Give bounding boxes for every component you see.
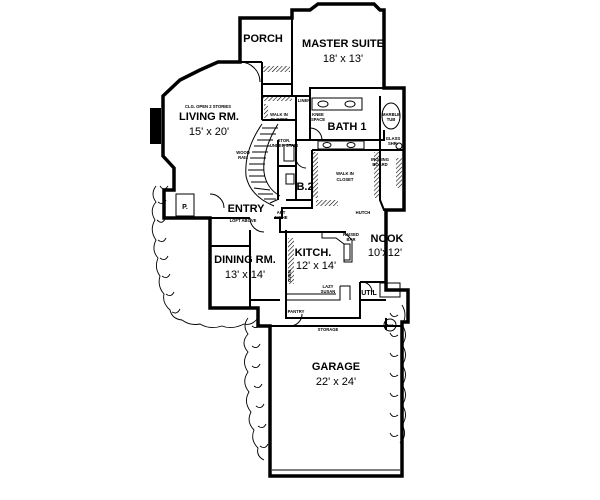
living-name: LIVING RM. [179, 111, 239, 123]
knee-space-label-b: SPACE [311, 117, 325, 122]
p-name: P. [182, 204, 188, 211]
lazy-susan-icon [340, 285, 351, 300]
entry-door [209, 193, 225, 209]
entry-note: LOFT ABOVE [230, 218, 257, 223]
vanity [311, 97, 363, 111]
kitchen-name: KITCH. [295, 247, 332, 259]
ironing-board-label-b: BOARD [372, 162, 387, 167]
walk-in-closet-label-b: CLOSET [271, 117, 288, 122]
entry-name: ENTRY [228, 203, 266, 215]
doors [175, 61, 373, 327]
stor-under-stair-label-b: UNDER STAIR [270, 143, 298, 148]
tub-b2-icon [283, 144, 295, 162]
fireplace-icon [150, 108, 161, 144]
sink-icon [346, 142, 356, 148]
sink-icon [317, 100, 329, 108]
master-suite-name: MASTER SUITE [302, 38, 384, 50]
garage-size: 22' x 24' [316, 376, 356, 388]
raised-bar-label: RAISED [343, 232, 359, 237]
walk-in-closet-2-label: WALK IN [336, 171, 354, 176]
kitchen-fixtures [286, 231, 401, 332]
entry-porch-box [175, 193, 195, 217]
exterior-walls [150, 2, 410, 478]
living-note: CLG. OPEN 2 STORIES [185, 104, 231, 109]
toilet-icon [285, 173, 295, 185]
curved-stair [245, 123, 281, 207]
bath1-name: BATH 1 [328, 121, 367, 133]
water-heater-label: W.H. [385, 323, 394, 328]
marble-tub-label: MARBLE [382, 112, 400, 117]
walk-in-closet-label: WALK IN [270, 112, 288, 117]
water-heater-icon [383, 318, 397, 332]
art-niche-label-b: NICHE [274, 215, 287, 220]
hutch-label: HUTCH [356, 210, 371, 215]
art-niche-label: ART [277, 210, 286, 215]
walk-in-closet-2-label-b: CLOSET [337, 177, 354, 182]
raised-bar-label-b: BAR [346, 237, 355, 242]
shower-icon [395, 142, 403, 150]
utility-name: UTIL [361, 290, 377, 297]
closet-shelving [262, 66, 402, 284]
porch-door [239, 61, 261, 83]
dining-name: DINING RM. [214, 254, 276, 266]
nook-name: NOOK [371, 233, 404, 245]
oven-label: OVEN [287, 270, 292, 282]
wood-rail-label: WOOD [236, 150, 250, 155]
raised-bar [321, 231, 353, 263]
kitchen-size: 12' x 14' [296, 260, 336, 272]
glass-shower-label: GLASS [386, 136, 401, 141]
glass-shower-label-b: SHR. [388, 141, 398, 146]
sink-icon [322, 142, 332, 148]
marble-tub-label-b: TUB [387, 117, 396, 122]
master-suite-size: 18' x 13' [323, 53, 363, 65]
linen-label: LINEN [298, 98, 311, 103]
room-labels: MASTER SUITE 18' x 13' PORCH CLG. OPEN 2… [179, 33, 404, 388]
tub-icon [381, 102, 401, 130]
knee-space-label: KNEE [312, 112, 324, 117]
porch-name: PORCH [243, 33, 283, 45]
living-size: 15' x 20' [189, 126, 229, 138]
lazy-susan-label-b: SUSAN [321, 289, 336, 294]
annotation-labels: LINEN WALK IN CLOSET KNEE SPACE MARBLE T… [236, 98, 400, 332]
dining-size: 13' x 14' [225, 269, 265, 281]
stor-under-stair-label: STOR. [278, 138, 291, 143]
landscaping [151, 185, 406, 461]
wood-rail-label-b: RAIL [238, 155, 248, 160]
lazy-susan-label: LAZY [323, 284, 334, 289]
storage-label: STORAGE [318, 327, 339, 332]
ironing-board-label: IRONING [371, 157, 389, 162]
pantry-label: PANTRY [288, 309, 305, 314]
sink-icon [344, 100, 356, 108]
bath-fixtures [283, 97, 403, 185]
garage-name: GARAGE [312, 361, 360, 373]
b2-name: B.2 [296, 181, 313, 193]
nook-size: 10'x12' [368, 247, 402, 259]
